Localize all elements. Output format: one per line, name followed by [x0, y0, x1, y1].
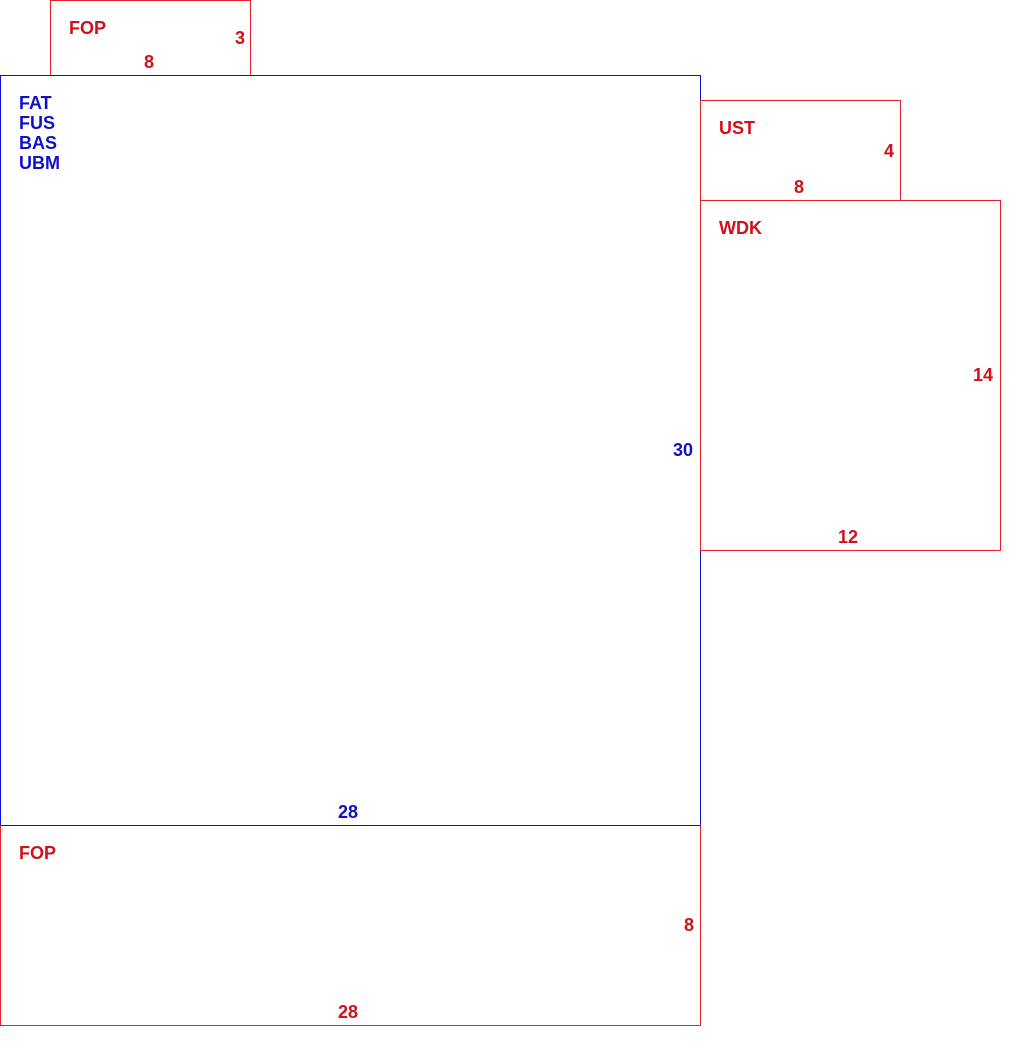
block-wdk [700, 200, 1001, 551]
block-main [0, 75, 701, 826]
block-ust-name: UST [719, 118, 755, 138]
block-fop-bottom-width: 28 [338, 1002, 359, 1022]
block-main-name-4: UBM [19, 153, 60, 173]
block-fop-top-width: 8 [144, 52, 155, 72]
block-main-name-2: FUS [19, 113, 55, 133]
block-ust-height: 4 [884, 141, 895, 161]
block-fop-bottom-height: 8 [684, 915, 695, 935]
block-wdk-width: 12 [838, 527, 859, 547]
block-main-height: 30 [673, 440, 694, 460]
block-main-width: 28 [338, 802, 359, 822]
block-fop-bottom-name: FOP [19, 843, 57, 863]
block-fop-top-name: FOP [69, 18, 107, 38]
block-main-name-1: FAT [19, 93, 52, 113]
block-main-names: FAT FUS BAS UBM [19, 93, 60, 173]
block-main-name-3: BAS [19, 133, 58, 153]
block-wdk-height: 14 [973, 365, 994, 385]
block-wdk-name: WDK [719, 218, 762, 238]
block-ust-width: 8 [794, 177, 805, 197]
block-fop-bottom [0, 825, 701, 1026]
block-fop-top-height: 3 [235, 28, 246, 48]
